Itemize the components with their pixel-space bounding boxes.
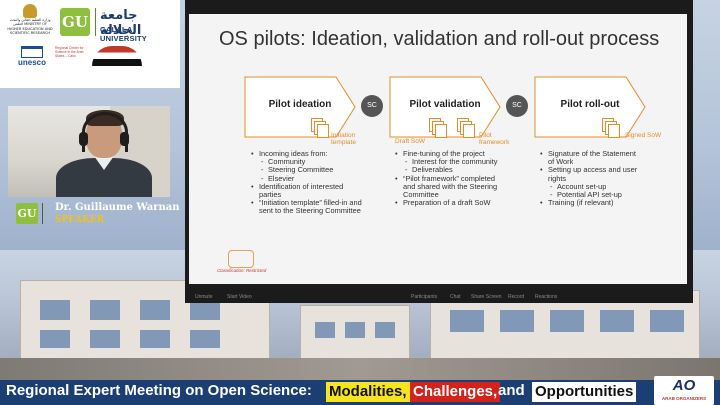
- bullet-item: Identification of interested parties: [251, 182, 363, 199]
- document-stack-icon: [602, 118, 620, 138]
- banner-title: Regional Expert Meeting on Open Science:: [6, 382, 312, 399]
- ministry-text: وزارة التعليم العالي والبحث العلمي MINIS…: [7, 18, 53, 36]
- tree-icon: [228, 250, 254, 268]
- badge-divider: [42, 203, 43, 224]
- stage-pilot-validation: Pilot validation: [389, 76, 501, 138]
- stage-pilot-ideation: Pilot ideation: [244, 76, 356, 138]
- banner-challenges: Challenges,: [410, 382, 501, 402]
- initiation-template-label: Initiation template: [331, 132, 356, 146]
- unesco-text: unesco: [17, 58, 46, 67]
- pilot-framework-label: Pilot framework: [479, 132, 510, 146]
- draft-sow-label: Draft SoW: [395, 138, 425, 145]
- classification-label: Classification: Restricted: [217, 268, 267, 273]
- banner-modalities: Modalities,: [326, 382, 410, 402]
- zoom-toolbar-item[interactable]: Record: [508, 294, 525, 300]
- regional-center-text: Regional Center for Science in the Arab …: [55, 46, 84, 58]
- document-stack-icon: [457, 118, 475, 138]
- speaker-role: SPEAKER: [55, 215, 105, 225]
- rollout-bullets: Signature of the Statement of WorkSettin…: [540, 149, 640, 208]
- logo-divider: [95, 8, 96, 36]
- zoom-toolbar-item[interactable]: Participants: [411, 294, 438, 300]
- stage-label: Pilot validation: [409, 99, 481, 110]
- steering-committee-badge-1: SC: [361, 95, 383, 117]
- bullet-item: Potential API set-up: [540, 190, 640, 199]
- bullet-item: Setting up access and user rights: [540, 166, 640, 183]
- banner-opportunities: Opportunities: [532, 382, 637, 402]
- ministry-logo: وزارة التعليم العالي والبحث العلمي MINIS…: [6, 4, 54, 40]
- bullet-item: Community: [251, 157, 363, 166]
- zoom-toolbar-item[interactable]: Share Screen: [471, 294, 502, 300]
- stage-pilot-roll-out: Pilot roll-out: [534, 76, 646, 138]
- bullet-item: Deliverables: [395, 166, 507, 175]
- ao-mark: AO: [672, 377, 696, 394]
- bullet-item: Incoming ideas from:: [251, 149, 363, 158]
- bullet-item: Elsevier: [251, 174, 363, 183]
- bullet-item: Signature of the Statement of Work: [540, 149, 640, 166]
- zoom-toolbar: Unmute Start Video Participants Chat Share S…: [185, 291, 693, 303]
- stage-label: Pilot ideation: [268, 99, 332, 110]
- bullet-item: “Initiation template” filled-in and sent…: [251, 199, 363, 216]
- bullet-item: Fine-tuning of the project: [395, 149, 507, 158]
- event-banner: Regional Expert Meeting on Open Science:…: [0, 380, 720, 405]
- signed-sow-label: Signed SoW: [625, 132, 662, 139]
- sponsor-logos-panel: وزارة التعليم العالي والبحث العلمي MINIS…: [0, 0, 180, 88]
- presentation-slide: OS pilots: Ideation, validation and roll…: [189, 14, 687, 284]
- university-name-arabic: جامعة الجلالة: [100, 8, 142, 38]
- zoom-toolbar-item[interactable]: Start Video: [227, 294, 252, 300]
- bullet-item: Training (if relevant): [540, 199, 640, 208]
- ao-sub: ARAB ORGANIZERS: [661, 396, 707, 401]
- zoom-toolbar-item[interactable]: Chat: [450, 294, 461, 300]
- speaker-webcam: [8, 106, 170, 197]
- bullet-item: Account set-up: [540, 182, 640, 191]
- speaker-name: Dr. Guillaume Warnan: [55, 202, 180, 213]
- validation-bullets: Fine-tuning of the projectInterest for t…: [395, 149, 507, 208]
- zoom-toolbar-item[interactable]: Unmute: [195, 294, 213, 300]
- stage-label: Pilot roll-out: [560, 99, 620, 110]
- temple-icon: [21, 46, 43, 58]
- galala-university-logo: GU: [60, 8, 90, 36]
- eagle-icon: [23, 4, 37, 18]
- bullet-item: Interest for the community: [395, 157, 507, 166]
- ideation-bullets: Incoming ideas from:CommunitySteering Co…: [251, 149, 363, 216]
- university-name-english: GALALA UNIVERSITY: [100, 25, 148, 43]
- slide-title: OS pilots: Ideation, validation and roll…: [219, 28, 660, 50]
- elsevier-logo: Classification: Restricted: [217, 250, 267, 273]
- steering-committee-badge-2: SC: [506, 95, 528, 117]
- arab-organizers-logo: AO ARAB ORGANIZERS: [654, 376, 714, 405]
- arc-flag-logo: [92, 46, 142, 72]
- banner-and: and: [498, 382, 525, 399]
- zoom-toolbar-item[interactable]: Reactions: [535, 294, 558, 300]
- galala-badge: GU: [16, 203, 38, 224]
- unesco-logo: unesco: [12, 46, 52, 82]
- document-stack-icon: [311, 118, 329, 138]
- shared-screen-window: OS pilots: Ideation, validation and roll…: [185, 0, 693, 303]
- bullet-item: Preparation of a draft SoW: [395, 199, 507, 208]
- bullet-item: “Pilot framework” completed and shared w…: [395, 174, 507, 200]
- bullet-item: Steering Committee: [251, 166, 363, 175]
- document-stack-icon: [429, 118, 447, 138]
